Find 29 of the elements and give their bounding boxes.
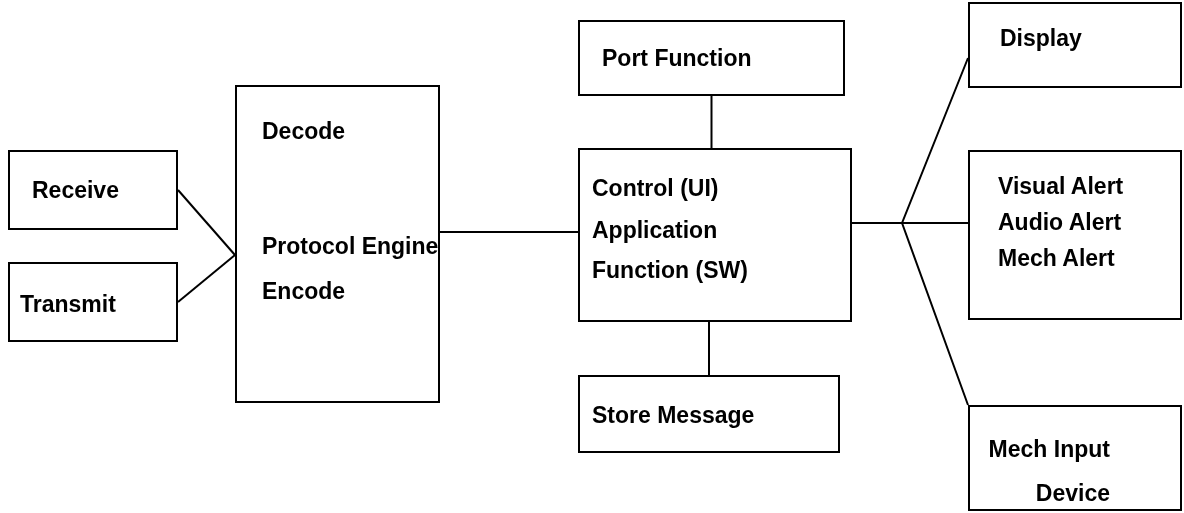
box-label: Decode: [262, 117, 346, 145]
box-label: Receive: [32, 176, 119, 204]
box-label: Encode: [262, 277, 346, 305]
box-label: Mech Input Device: [987, 435, 1110, 508]
connector-line: [710, 95, 713, 149]
process-box: [968, 2, 1182, 88]
box-label: Audio Alert: [998, 208, 1122, 236]
process-box: [235, 85, 440, 403]
process-box: [578, 20, 845, 96]
connector-line: [439, 231, 579, 233]
process-box: [578, 375, 840, 453]
process-box: [968, 405, 1182, 511]
box-label: Application Function (SW): [592, 216, 749, 285]
box-label: Visual Alert: [998, 172, 1124, 200]
process-box: [8, 262, 178, 342]
box-label: Mech Alert: [998, 244, 1115, 272]
box-label: Port Function: [602, 44, 752, 72]
box-label: Protocol Engine: [262, 232, 439, 260]
box-label: Control (UI): [592, 174, 719, 202]
connector-line: [851, 222, 969, 406]
process-box: [578, 148, 852, 322]
process-box: [8, 150, 178, 230]
box-label: Display: [1000, 24, 1082, 52]
box-label: Transmit: [20, 290, 116, 318]
connector-line: [708, 321, 710, 376]
connector-line: [177, 189, 236, 256]
connector-line: [177, 254, 236, 303]
process-box: [968, 150, 1182, 320]
box-label: Store Message: [592, 401, 755, 429]
